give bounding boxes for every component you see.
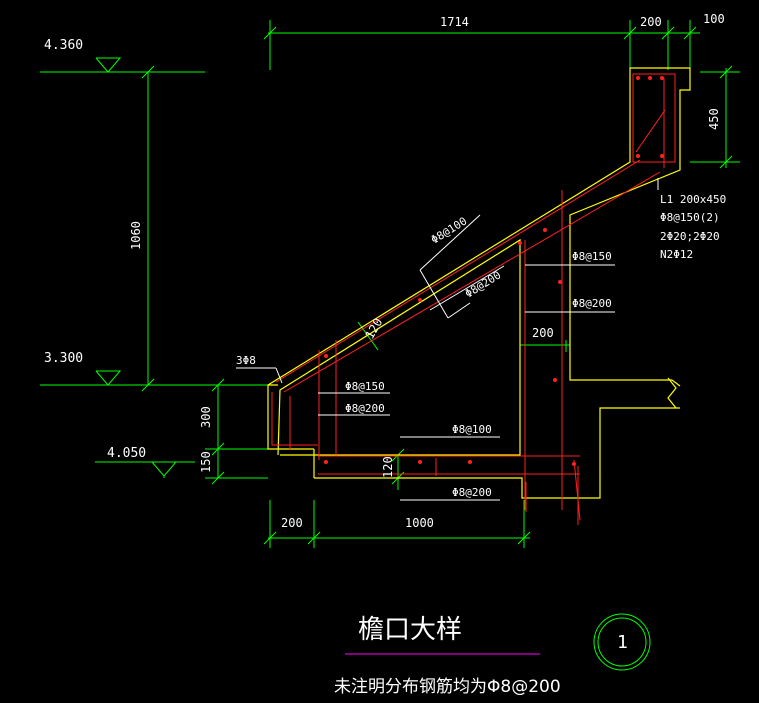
- beam-spec-1: L1 200x450: [660, 193, 726, 206]
- level-top: 4.360: [44, 38, 83, 53]
- rebar-wall-b: Φ8@200: [572, 297, 612, 310]
- reinforcement: [271, 73, 676, 525]
- dim-vertical-height: 1060: [129, 221, 143, 250]
- rebar-corner: 3Φ8: [236, 354, 256, 367]
- beam-spec-3: 2Φ20;2Φ20: [660, 230, 720, 243]
- dim-slab-thickness: 120: [381, 456, 395, 478]
- dimension-lines: [40, 20, 740, 671]
- rebar-bottom-top: Φ8@100: [452, 423, 492, 436]
- rebar-slope-bottom: Φ8@200: [463, 268, 504, 300]
- rebar-left-b: Φ8@200: [345, 402, 385, 415]
- leader-lines: [236, 178, 659, 501]
- dim-top-span: 1714: [440, 15, 469, 29]
- dim-bottom-left: 200: [281, 516, 303, 530]
- detail-number: 1: [617, 632, 628, 653]
- level-mid: 3.300: [44, 351, 83, 366]
- drawing-note: 未注明分布钢筋均为Φ8@200: [334, 677, 561, 697]
- dim-top-overhang: 100: [703, 12, 725, 26]
- concrete-outline: [267, 67, 691, 499]
- dim-wall-width: 200: [532, 326, 554, 340]
- dim-parapet-lower: 150: [199, 451, 213, 473]
- dim-parapet-upper: 300: [199, 406, 213, 428]
- level-low: 4.050: [107, 446, 146, 461]
- rebar-dots: [324, 76, 664, 466]
- drawing-title: 檐口大样: [358, 615, 462, 645]
- beam-spec-4: N2Φ12: [660, 248, 693, 261]
- dim-top-beam-width: 200: [640, 15, 662, 29]
- dim-slope-thickness: 120: [362, 316, 385, 342]
- dim-bottom-span: 1000: [405, 516, 434, 530]
- rebar-bottom-bottom: Φ8@200: [452, 486, 492, 499]
- beam-spec-2: Φ8@150(2): [660, 211, 720, 224]
- rebar-wall-a: Φ8@150: [572, 250, 612, 263]
- rebar-left-a: Φ8@150: [345, 380, 385, 393]
- dim-beam-depth: 450: [707, 108, 721, 130]
